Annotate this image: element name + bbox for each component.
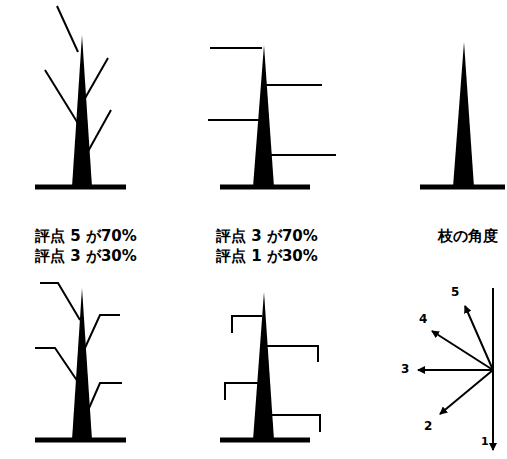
- caption-text: 評点 5 が70%: [35, 228, 137, 245]
- caption-text: 評点 3 が70%: [216, 228, 318, 245]
- caption-text: 評点 1 が30%: [216, 248, 318, 265]
- caption-text: 評点 3 が30%: [35, 248, 137, 265]
- angle-score: 5: [451, 286, 459, 299]
- caption-text: 枝の角度: [438, 228, 498, 245]
- angle-score: 1: [481, 436, 489, 448]
- angle-score: 4: [419, 313, 427, 326]
- angle-score: 2: [424, 420, 432, 433]
- angle-score: 3: [401, 363, 409, 376]
